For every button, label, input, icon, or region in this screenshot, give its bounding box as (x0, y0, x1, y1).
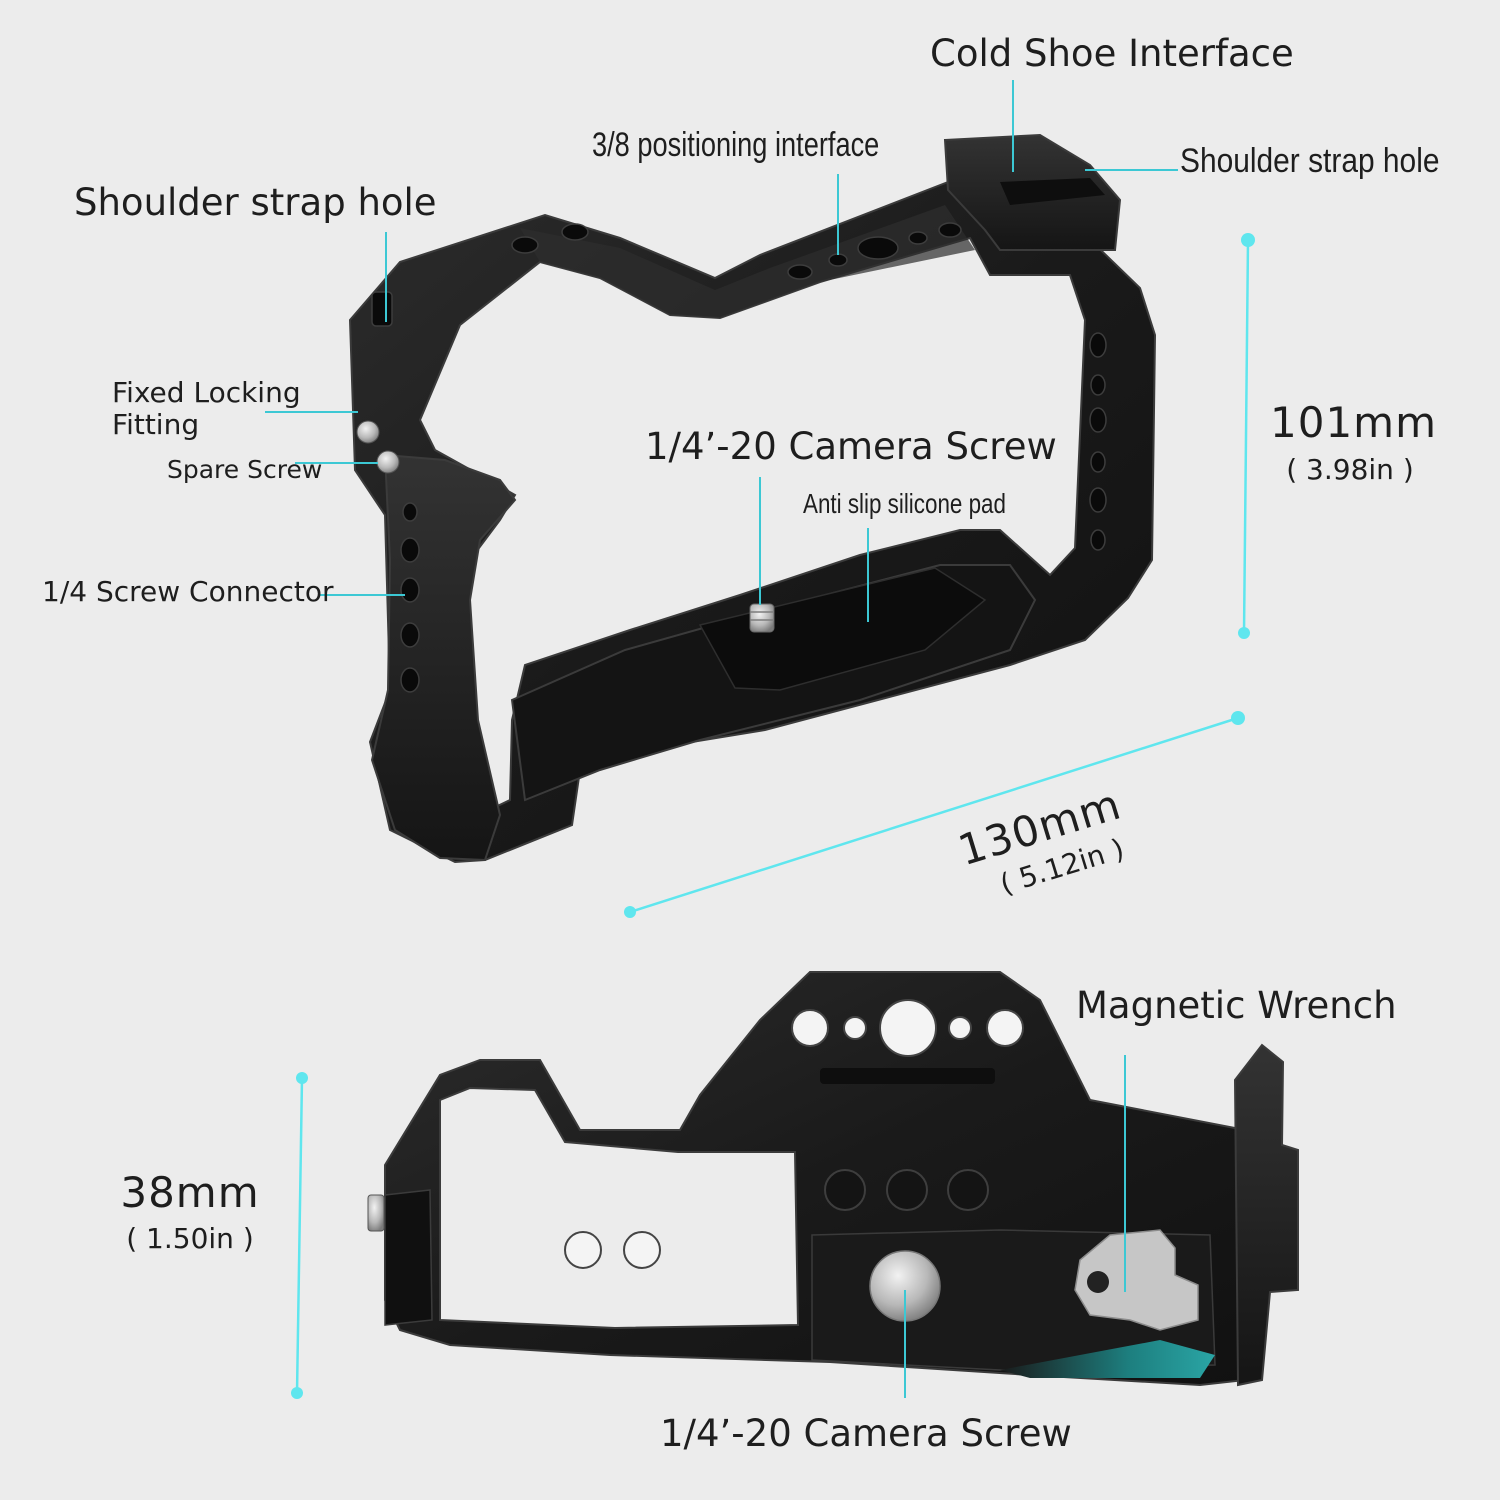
callout-spare-screw: Spare Screw (167, 455, 323, 484)
magnetic-wrench-icon (1074, 1229, 1199, 1331)
callout-positioning-interface: 3/8 positioning interface (592, 126, 880, 164)
dimension-depth-value: 38mm (120, 1168, 260, 1217)
callout-anti-slip-pad: Anti slip silicone pad (803, 488, 1006, 519)
callout-cold-shoe-interface: Cold Shoe Interface (930, 32, 1294, 75)
dimension-lines (291, 233, 1255, 1399)
callout-shoulder-strap-hole-left: Shoulder strap hole (74, 181, 437, 224)
camera-cage-bottom-view-icon (367, 971, 1299, 1387)
camera-cage-front-view-icon (348, 133, 1157, 864)
dimension-line-height (1242, 239, 1250, 634)
dimension-height-value: 101mm (1270, 398, 1437, 447)
leader-lines (265, 80, 1178, 1398)
callout-screw-connector: 1/4 Screw Connector (42, 575, 334, 608)
callout-camera-screw-top: 1/4’-20 Camera Screw (645, 425, 1057, 468)
callout-magnetic-wrench: Magnetic Wrench (1076, 984, 1397, 1027)
dimension-line-length (629, 716, 1239, 914)
callout-fixed-locking-line2: Fitting (112, 408, 200, 441)
dimension-height-imperial: ( 3.98in ) (1286, 453, 1414, 486)
callout-camera-screw-bottom: 1/4’-20 Camera Screw (660, 1412, 1072, 1455)
camera-screw-icon (749, 603, 775, 633)
callout-shoulder-strap-hole-right: Shoulder strap hole (1180, 142, 1440, 180)
dimension-depth-imperial: ( 1.50in ) (126, 1222, 254, 1255)
callout-fixed-locking-line1: Fixed Locking (112, 376, 301, 409)
dimension-line-depth (295, 1077, 304, 1394)
